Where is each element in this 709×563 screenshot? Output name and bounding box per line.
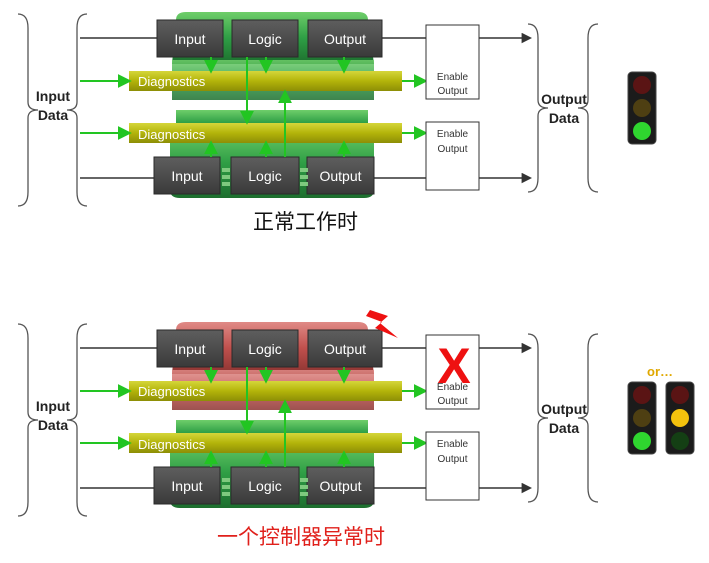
top-input-block [156,329,224,368]
or-label: or… [647,364,673,379]
lamp-yellow [633,409,651,427]
chip-pin [300,492,308,496]
top-input-block-label: Input [174,31,205,47]
output-data-label: Output [541,91,587,107]
top-logic-block [231,19,299,58]
enable-label: Output [437,454,467,465]
top-output-block-label: Output [324,31,366,47]
bracket [527,333,549,503]
input-data-label: Input [36,398,71,414]
output-data-label: Data [549,420,580,436]
caption-fault: 一个控制器异常时 [217,525,385,549]
enable-output-box [425,334,480,410]
enable-label: Enable [437,129,469,140]
enable-label: Enable [437,382,469,393]
diagnostics-label: Diagnostics [138,384,206,399]
top-output-block [307,19,383,58]
input-data-label: Input [36,88,71,104]
lamp-green [633,432,651,450]
enable-label: Output [437,396,467,407]
bottom-output-block-label: Output [319,168,361,184]
panel-fault: InputDataOutputDataDiagnosticsDiagnostic… [17,310,695,517]
enable-output-box [425,431,480,501]
bottom-logic-block [230,466,300,505]
lamp-green [671,432,689,450]
bracket [577,23,599,193]
output-data-label: Output [541,401,587,417]
panel-normal: InputDataOutputDataDiagnosticsDiagnostic… [17,12,657,207]
chip-pin [300,182,308,186]
diagnostics-bar-2 [129,433,402,453]
chip-pin [222,492,230,496]
top-output-block [307,329,383,368]
top-output-block-label: Output [324,341,366,357]
bottom-input-block-label: Input [171,478,202,494]
lamp-red [633,386,651,404]
bracket [527,23,549,193]
chip-pin [222,478,230,482]
top-logic-block-label: Logic [248,31,281,47]
bottom-input-block [153,156,221,195]
enable-label: Output [437,144,467,155]
bracket [17,323,39,517]
chip-pin [222,485,230,489]
bottom-output-block-label: Output [319,478,361,494]
chip-pin [222,182,230,186]
traffic-light-left [627,381,657,455]
input-data-label: Data [38,107,69,123]
fault-x-mark: X [437,338,470,394]
bottom-logic-block [230,156,300,195]
chip-pin [300,485,308,489]
bracket [66,13,88,207]
diagnostics-label: Diagnostics [138,74,206,89]
diagnostics-bar-2 [129,123,402,143]
chip-pin [300,175,308,179]
lamp-green [633,122,651,140]
bottom-logic-block-label: Logic [248,478,281,494]
top-logic-block-label: Logic [248,341,281,357]
top-input-block-label: Input [174,341,205,357]
diagnostics-label: Diagnostics [138,437,206,452]
chip-pin [300,168,308,172]
enable-output-box [425,121,480,191]
output-data-label: Data [549,110,580,126]
enable-label: Enable [437,439,469,450]
chip-pin [300,478,308,482]
traffic-light-right [665,381,695,455]
top-input-block [156,19,224,58]
bottom-logic-block-label: Logic [248,168,281,184]
chip-pin [222,175,230,179]
bottom-input-block [153,466,221,505]
lightning-icon [366,310,398,338]
lamp-red [633,76,651,94]
bottom-output-block [306,466,375,505]
bracket [17,13,39,207]
lamp-red [671,386,689,404]
input-data-label: Data [38,417,69,433]
enable-label: Output [437,86,467,97]
bottom-input-block-label: Input [171,168,202,184]
lamp-yellow [671,409,689,427]
bracket [66,323,88,517]
diagnostics-bar-1 [129,71,402,91]
traffic-light [627,71,657,145]
bracket [577,333,599,503]
lamp-yellow [633,99,651,117]
chip-pin [222,168,230,172]
enable-output-box [425,24,480,100]
enable-label: Enable [437,72,469,83]
diagnostics-label: Diagnostics [138,127,206,142]
caption-normal: 正常工作时 [253,210,358,234]
diagnostics-bar-1 [129,381,402,401]
